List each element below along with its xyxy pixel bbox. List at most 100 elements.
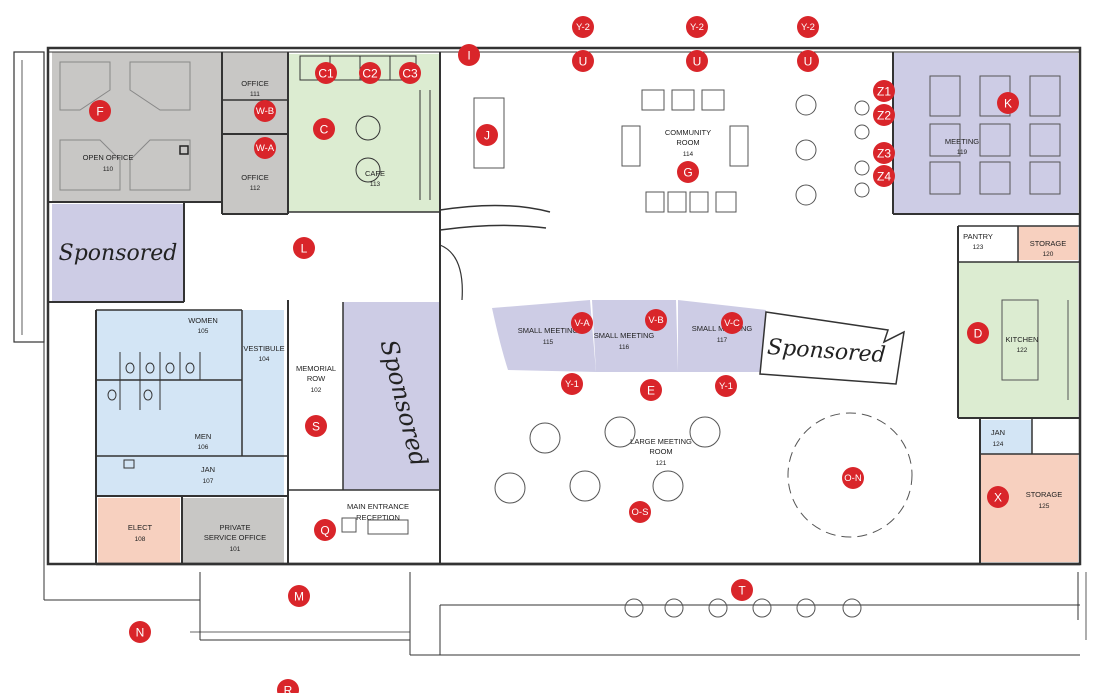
storage-120-label: STORAGE (1030, 239, 1067, 248)
marker-z3: Z3 (873, 142, 895, 164)
marker-label: I (467, 49, 470, 63)
marker-label: V-C (724, 318, 740, 329)
room-fills (52, 52, 1078, 564)
marker-s: S (305, 415, 327, 437)
open-office-label: OPEN OFFICE (83, 153, 134, 162)
memorial-row-label-1: MEMORIAL (296, 364, 336, 373)
marker-label: O-N (844, 473, 862, 484)
marker-circle (561, 373, 583, 395)
marker-label: G (683, 166, 692, 180)
marker-label: X (994, 491, 1002, 505)
marker-y-2: Y-2 (572, 16, 594, 38)
marker-label: T (738, 584, 746, 598)
marker-o-s: O-S (629, 501, 651, 523)
marker-label: U (579, 55, 588, 69)
office-111-number: 111 (250, 91, 260, 98)
open-office-furniture (59, 61, 191, 191)
marker-circle (987, 486, 1009, 508)
marker-label: Z3 (877, 147, 891, 161)
marker-circle (314, 519, 336, 541)
small-meeting-116-number: 116 (619, 344, 630, 351)
private-service-label-2: SERVICE OFFICE (204, 533, 266, 542)
small-meeting-115-fill (492, 300, 596, 372)
memorial-row-label-2: ROW (307, 374, 326, 383)
marker-label: Y-2 (690, 22, 704, 33)
marker-t: T (731, 579, 753, 601)
marker-j: J (476, 124, 498, 146)
community-furniture (473, 89, 870, 213)
marker-n: N (129, 621, 151, 643)
sponsored-left-label: Sponsored (59, 241, 178, 266)
marker-label: V-A (574, 318, 590, 329)
marker-r: R (277, 679, 299, 693)
sponsored-right-outline (759, 311, 905, 385)
marker-u: U (686, 50, 708, 72)
elect-number: 108 (135, 536, 146, 543)
room-labels: OPEN OFFICE 110 OFFICE 111 OFFICE 112 CA… (83, 79, 1067, 553)
meeting-119-number: 119 (957, 149, 968, 156)
storage-125-label: STORAGE (1026, 490, 1063, 499)
marker-circle (315, 62, 337, 84)
marker-v-c: V-C (721, 312, 743, 334)
marker-circle (572, 50, 594, 72)
marker-label: D (974, 327, 983, 341)
small-meeting-116-label: SMALL MEETING (594, 331, 655, 340)
marker-label: R (284, 684, 293, 693)
marker-c: C (313, 118, 335, 140)
jan-124-label: JAN (991, 428, 1005, 437)
sponsored-left-fill (52, 204, 184, 302)
marker-circle (873, 165, 895, 187)
cafe-number: 113 (370, 181, 381, 188)
marker-circle (254, 100, 276, 122)
marker-circle (715, 375, 737, 397)
marker-circle (313, 118, 335, 140)
marker-label: C (320, 123, 329, 137)
women-label: WOMEN (188, 316, 218, 325)
marker-label: V-B (648, 315, 663, 326)
marker-label: Z1 (877, 85, 891, 99)
marker-f: F (89, 100, 111, 122)
marker-label: J (484, 129, 490, 143)
marker-label: E (647, 384, 655, 398)
marker-d: D (967, 322, 989, 344)
marker-q: Q (314, 519, 336, 541)
marker-g: G (677, 161, 699, 183)
vestibule-number: 104 (259, 356, 270, 363)
marker-circle (967, 322, 989, 344)
marker-y-1: Y-1 (715, 375, 737, 397)
marker-circle (288, 585, 310, 607)
elect-fill (98, 498, 180, 564)
marker-z4: Z4 (873, 165, 895, 187)
marker-label: C1 (318, 67, 334, 81)
jan-107-fill (96, 456, 284, 496)
marker-label: C2 (362, 67, 378, 81)
marker-c3: C3 (399, 62, 421, 84)
large-meeting-furniture (341, 412, 913, 618)
restroom-fill (96, 310, 284, 456)
men-number: 106 (198, 444, 209, 451)
marker-circle (797, 50, 819, 72)
marker-z2: Z2 (873, 104, 895, 126)
walls (13, 46, 1087, 656)
marker-circle (476, 124, 498, 146)
storage-120-number: 120 (1043, 251, 1054, 258)
marker-circle (277, 679, 299, 693)
marker-y-2: Y-2 (686, 16, 708, 38)
marker-label: M (294, 590, 304, 604)
marker-label: Y-1 (565, 379, 579, 390)
marker-circle (686, 16, 708, 38)
marker-label: Z4 (877, 170, 891, 184)
private-service-fill (182, 498, 284, 564)
marker-l: L (293, 237, 315, 259)
jan-124-number: 124 (993, 441, 1004, 448)
marker-label: K (1004, 97, 1012, 111)
marker-c2: C2 (359, 62, 381, 84)
office-111-label: OFFICE (241, 79, 269, 88)
small-meeting-115-label: SMALL MEETING (518, 326, 579, 335)
community-room-number: 114 (683, 151, 694, 158)
large-meeting-number: 121 (656, 460, 667, 467)
marker-circle (254, 137, 276, 159)
marker-label: W-A (256, 143, 275, 154)
marker-circle (873, 142, 895, 164)
